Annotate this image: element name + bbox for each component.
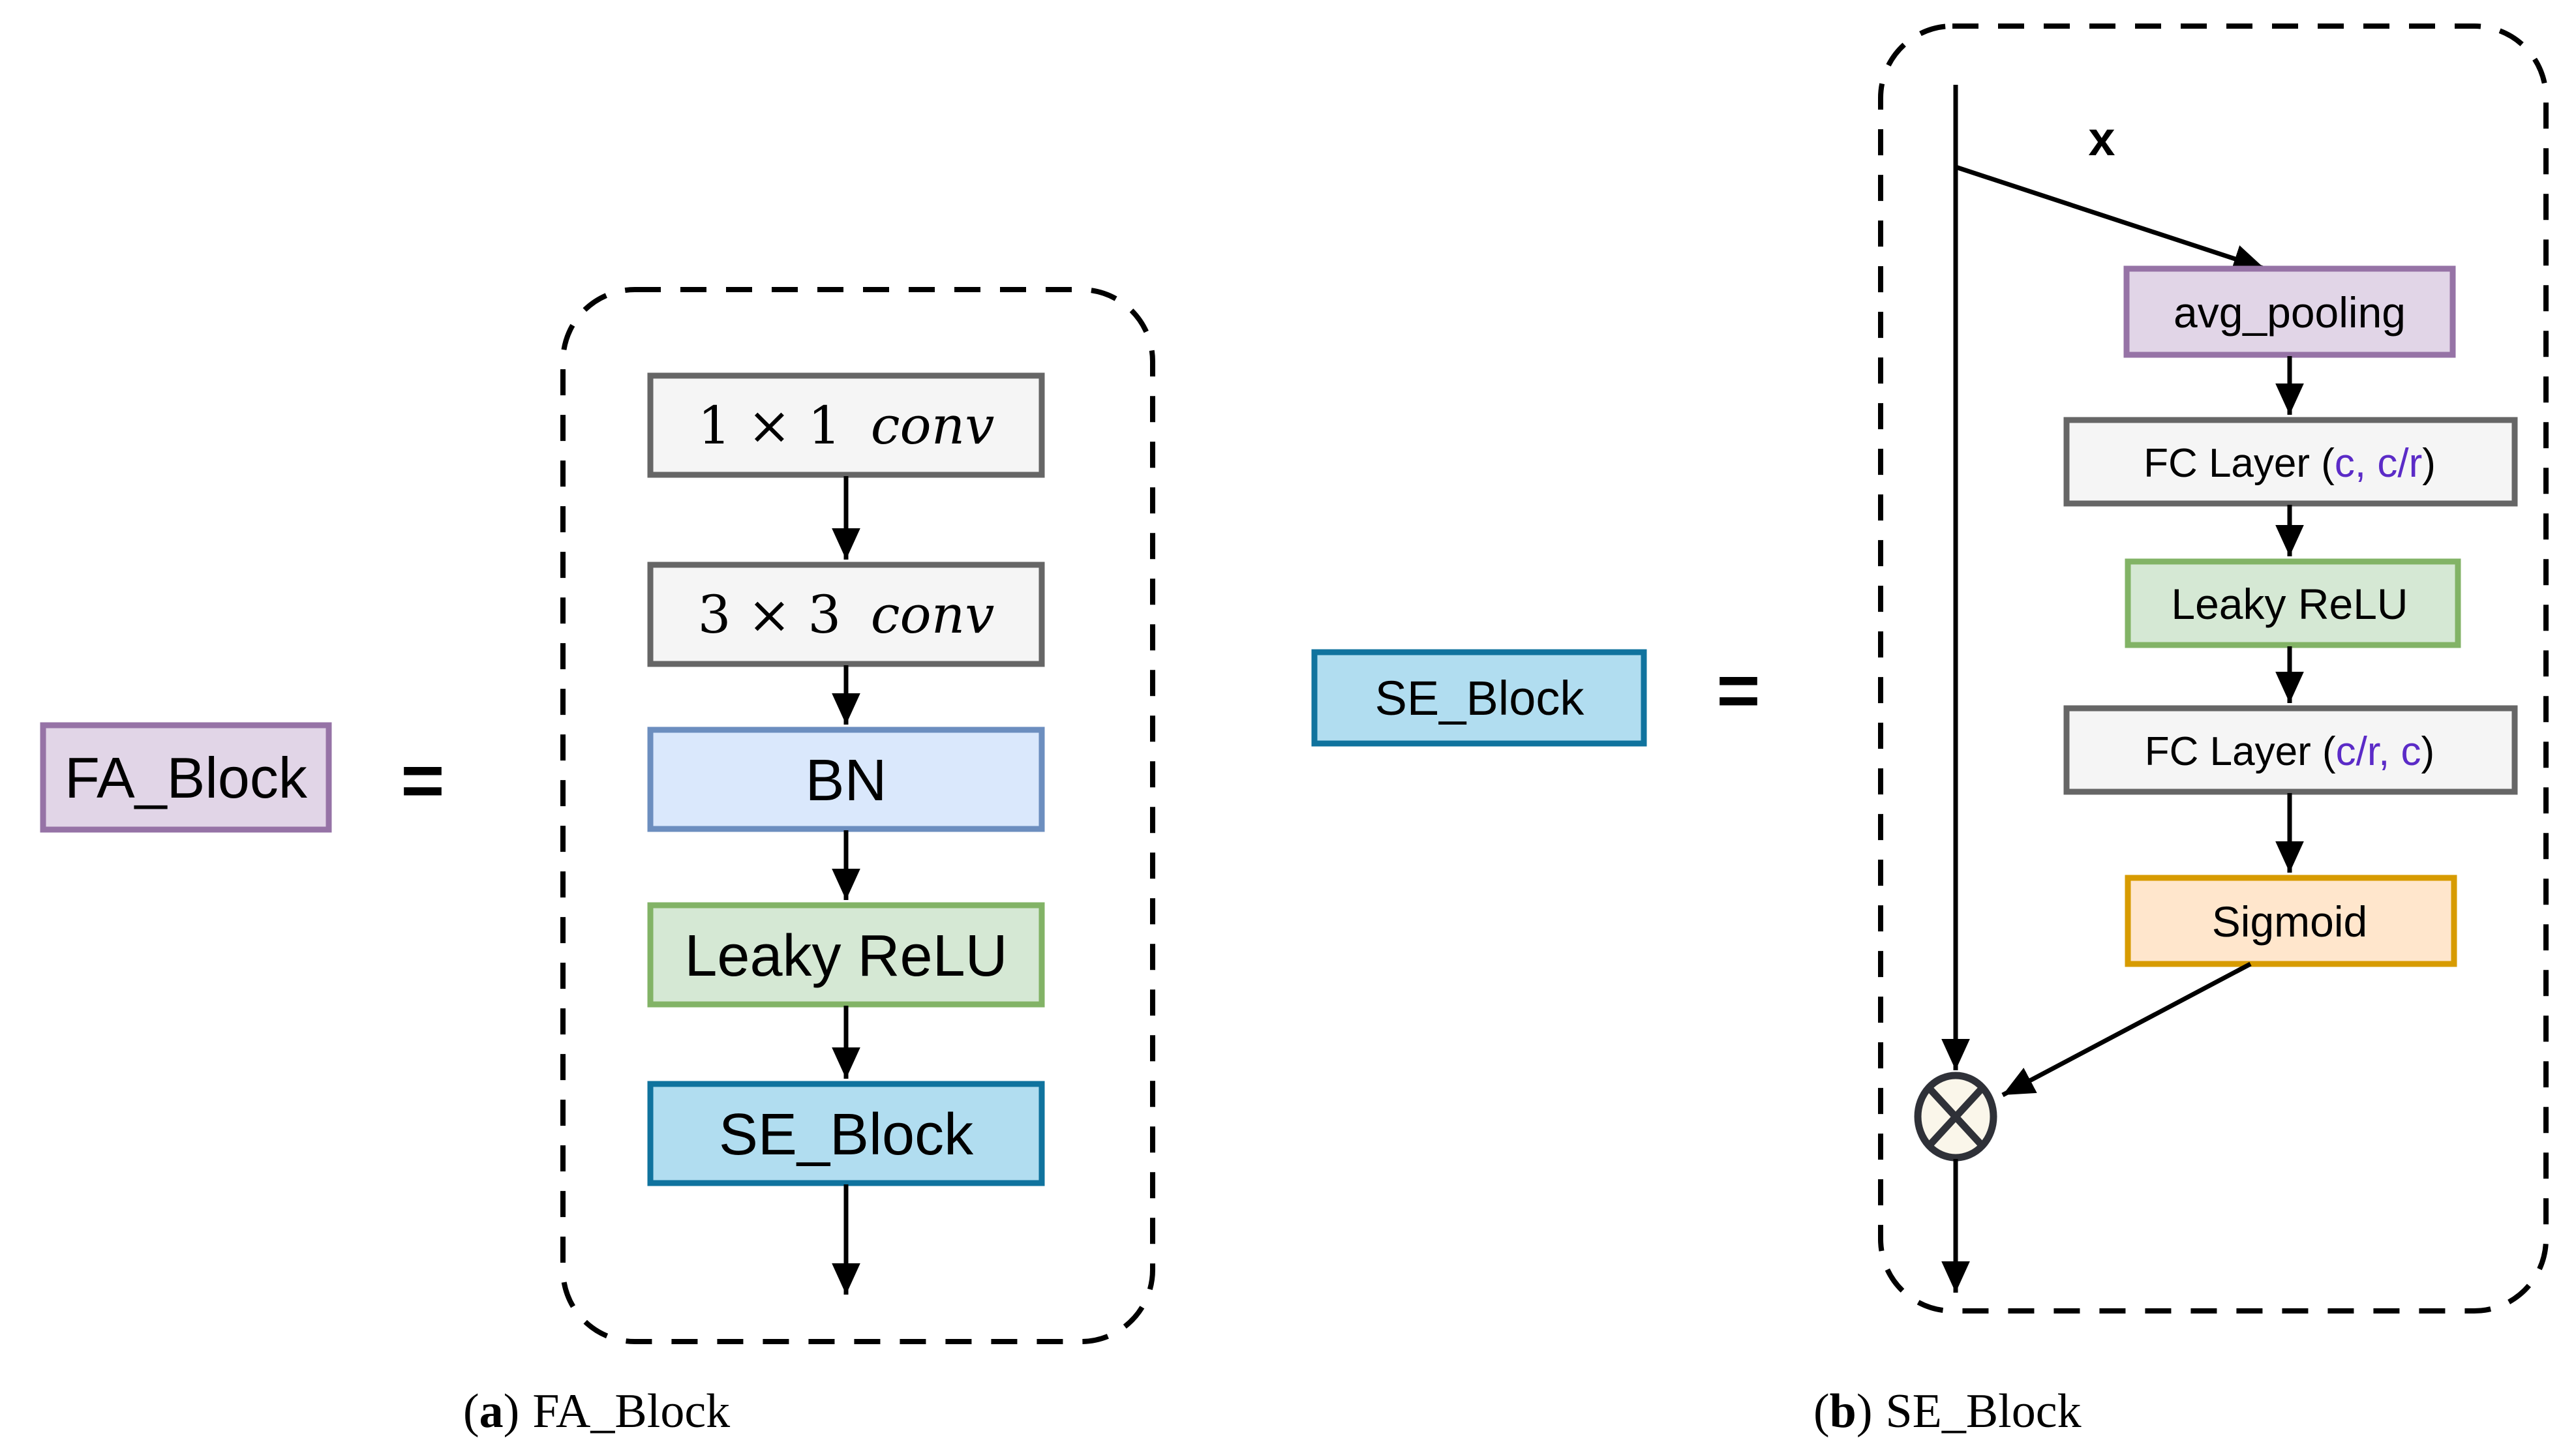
fc-layer2-label: FC Layer (c/r, c) — [2145, 729, 2434, 774]
caption-b: (b)SE_Block — [1813, 1385, 2082, 1438]
conv-1x1-node — [647, 372, 1045, 478]
fc-layer2-suffix: ) — [2421, 729, 2435, 774]
conv-1x1-label: 1 × 1 conv — [698, 395, 995, 456]
caption-a: (a)FA_Block — [463, 1385, 730, 1438]
caption-b-letter: b — [1830, 1385, 1856, 1438]
conv-3x3-dims: 3 × 3 — [698, 584, 841, 645]
se-leaky-relu-node — [2125, 558, 2461, 648]
input-x-label: x — [2088, 112, 2115, 166]
caption-a-label: FA_Block — [532, 1385, 730, 1438]
caption-a-open: ( — [463, 1385, 479, 1438]
fc-layer2-params: c/r, c — [2336, 729, 2421, 774]
avg-pooling-label: avg_pooling — [2174, 288, 2406, 337]
se-block-node-label: SE_Block — [719, 1102, 974, 1167]
bn-node — [647, 727, 1045, 832]
caption-b-label: SE_Block — [1885, 1385, 2081, 1438]
caption-a-close: ) — [504, 1385, 520, 1438]
fa-block-node-label: FA_Block — [65, 745, 308, 810]
connector-sigmoid-multiply — [2001, 961, 2252, 1098]
sigmoid-label: Sigmoid — [2212, 897, 2367, 946]
bn-label: BN — [805, 748, 886, 813]
caption-b-close: ) — [1856, 1385, 1873, 1438]
conv-1x1-dims: 1 × 1 — [698, 395, 841, 456]
conv-1x1-word: conv — [871, 395, 995, 456]
leaky-relu-node — [647, 902, 1045, 1008]
conv-3x3-word: conv — [871, 584, 995, 645]
connector-x-avgpooling — [1954, 164, 2266, 273]
fa-block-panel: FA_Block = 1 × 1 conv 3 × 3 conv BN Leak… — [40, 287, 1155, 1438]
multiply-icon — [1914, 1072, 1997, 1162]
fc-layer2-node — [2063, 705, 2518, 795]
se-leaky-relu-label: Leaky ReLU — [2171, 580, 2408, 628]
se-block-def-node — [1311, 649, 1647, 747]
leaky-relu-label: Leaky ReLU — [684, 924, 1007, 989]
equals-sign-right: = — [1716, 649, 1760, 732]
conv-3x3-label: 3 × 3 conv — [698, 584, 995, 645]
se-block-def-label: SE_Block — [1375, 671, 1585, 725]
caption-a-letter: a — [479, 1385, 504, 1438]
fa-block-node — [40, 722, 332, 833]
se-block-node — [647, 1081, 1045, 1186]
caption-b-open: ( — [1813, 1385, 1830, 1438]
fc-layer1-node — [2063, 417, 2518, 507]
sigmoid-node — [2125, 875, 2457, 967]
avg-pooling-node — [2123, 265, 2456, 358]
conv-3x3-node — [647, 562, 1045, 667]
fc-layer1-suffix: ) — [2422, 441, 2436, 486]
se-block-panel: SE_Block = x avg_pooling FC Layer (c, c/… — [1311, 23, 2549, 1438]
se-expansion-container — [1878, 23, 2549, 1314]
fc-layer2-prefix: FC Layer ( — [2145, 729, 2336, 774]
fc-layer1-prefix: FC Layer ( — [2144, 441, 2335, 486]
equals-sign-left: = — [401, 739, 444, 822]
fa-expansion-container — [560, 287, 1155, 1344]
fc-layer1-label: FC Layer (c, c/r) — [2144, 441, 2436, 486]
fc-layer1-params: c, c/r — [2335, 441, 2422, 486]
